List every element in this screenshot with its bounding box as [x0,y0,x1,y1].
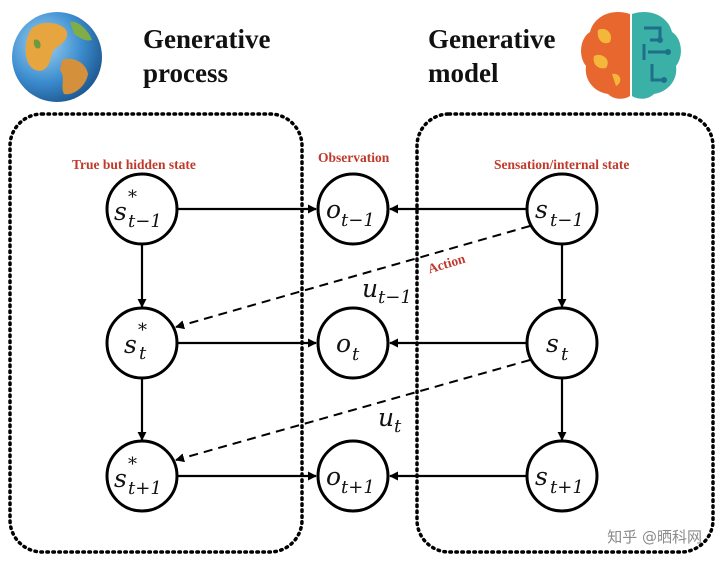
heading-line: model [428,58,499,88]
generative-process-heading: Generative process [143,22,270,90]
node-s-t-plus-1: s t+1 [525,439,599,513]
action-sub: t [394,416,402,437]
hidden-state-label: True but hidden state [72,157,196,172]
generative-model-panel [415,112,715,554]
action-arrow [175,225,531,330]
watermark: 知乎 @晒科网 [607,528,702,546]
node-sub: t [561,344,569,365]
node-sub: t−1 [550,210,584,231]
node-sub: t+1 [341,477,375,498]
node-o-t: o t [316,306,390,380]
action-base: u [362,274,378,303]
node-sub: t+1 [128,478,162,499]
node-base: s [535,462,548,491]
action-arrow [175,359,531,463]
node-sub: t−1 [341,210,375,231]
generative-model-heading: Generative model [428,22,555,90]
sensation-label: Sensation/internal state [494,157,630,172]
node-s-star-t: s * t [105,306,179,380]
node-s-t-minus-1: s t−1 [525,172,599,246]
node-s-t: s t [525,306,599,380]
node-base: s [546,329,559,358]
action-u-t: u t [378,403,402,437]
node-base: o [326,195,341,224]
node-o-t-minus-1: o t−1 [316,172,390,246]
node-sup: * [128,454,137,475]
observation-label: Observation [318,150,390,165]
node-sub: t [139,343,147,364]
node-base: s [114,197,127,226]
action-sub: t−1 [378,287,412,308]
heading-line: process [143,58,228,88]
heading-line: Generative [428,24,556,54]
generative-process-panel [8,112,304,554]
node-s-star-t-minus-1: s * t−1 [105,172,179,246]
globe-icon [12,12,102,102]
node-base: s [114,464,127,493]
node-sup: * [128,187,137,208]
node-sub: t [352,344,360,365]
node-sub: t−1 [128,211,162,232]
action-u-t-minus-1: u t−1 [362,274,412,308]
node-sup: * [138,320,147,341]
node-base: s [535,195,548,224]
brain-icon [581,12,681,99]
action-base: u [378,403,394,432]
node-base: o [326,462,341,491]
node-base: o [336,329,351,358]
node-sub: t+1 [550,477,584,498]
node-o-t-plus-1: o t+1 [316,439,390,513]
heading-line: Generative [143,24,271,54]
node-s-star-t-plus-1: s * t+1 [105,439,179,513]
node-base: s [124,330,137,359]
